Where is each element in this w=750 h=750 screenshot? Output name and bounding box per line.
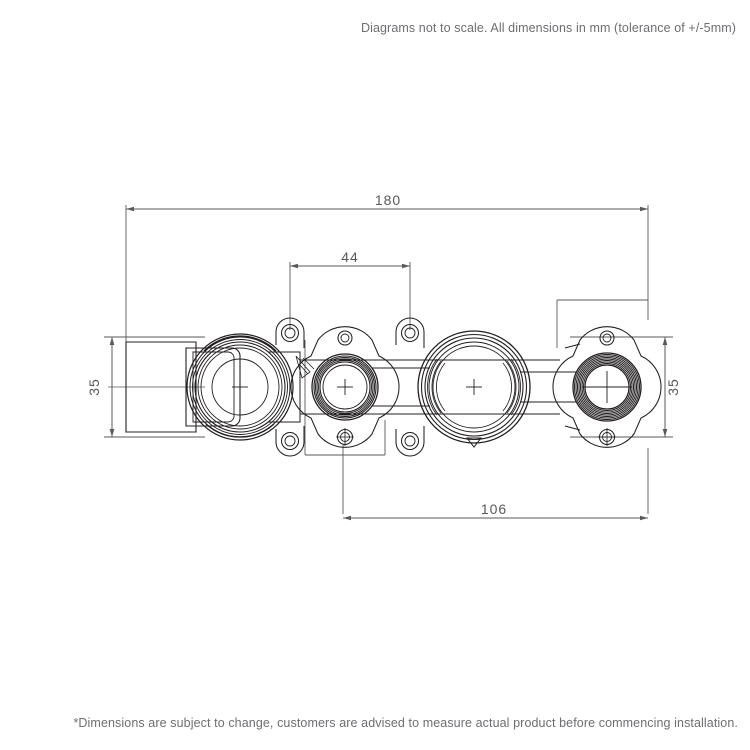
right-shoulder [564,343,581,431]
mounting-lugs [275,317,425,457]
knurl-arcs-left [427,358,446,416]
dimension-35-left [104,336,205,438]
web-hatch-detail [295,355,315,379]
scale-note: Diagrams not to scale. All dimensions in… [360,21,736,35]
dimension-label-35-left: 35 [86,378,102,396]
valve-1 [186,333,294,441]
valve-body-drawing [108,317,662,457]
valve-4-centre-mark [582,371,632,403]
disclaimer-note: *Dimensions are subject to change, custo… [73,716,738,730]
lug-top-left [275,317,305,348]
valve-2 [290,326,400,448]
dimension-180 [125,205,649,345]
valve-1-centre-mark [232,379,248,395]
dimension-35-right [570,336,673,438]
dimension-106 [342,445,649,521]
lug-bottom-left [275,426,305,457]
lug-top-mid [395,317,425,348]
valve-2-centre-mark [337,379,353,395]
lug-bottom-mid [395,426,425,457]
dimension-label-35-right: 35 [665,378,681,396]
dimension-label-180: 180 [375,192,401,208]
valve-3-centre-mark [466,379,482,395]
knurl-arcs-right [502,358,521,416]
dimension-labels: 180 44 106 35 35 [86,192,681,517]
dimension-label-106: 106 [481,501,507,517]
dimension-label-44: 44 [341,249,359,265]
valve-4 [552,326,662,448]
manifold-body [268,351,576,423]
valve-3 [417,330,531,448]
dimension-44 [289,262,411,330]
